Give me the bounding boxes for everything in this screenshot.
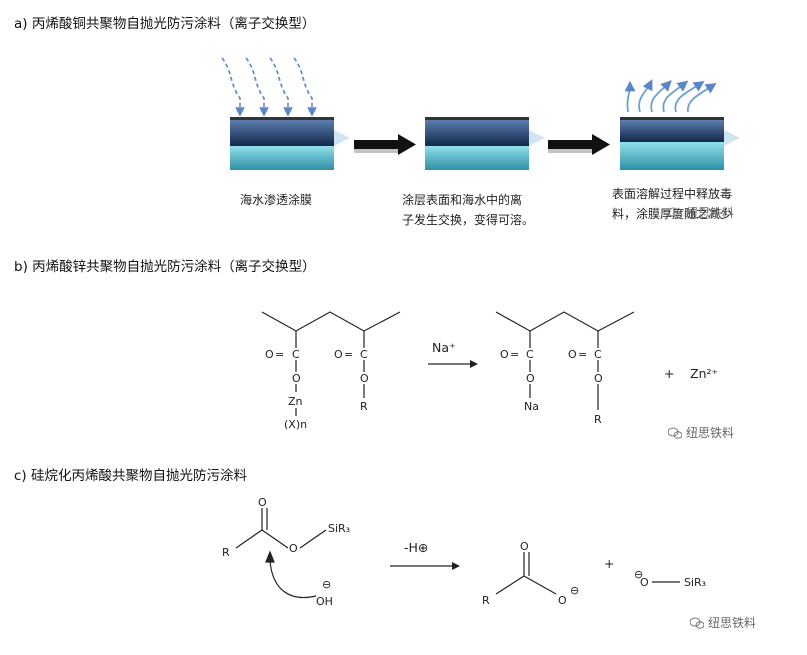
caption-ion-exchange-line2: 子发生交换，变得可溶。 — [402, 213, 535, 227]
svg-text:=: = — [344, 348, 353, 361]
plus-b: + — [664, 366, 674, 381]
svg-text:=: = — [510, 348, 519, 361]
chem-c2: C — [360, 348, 368, 361]
c-o-ester: O — [289, 542, 298, 555]
silyl-ester-structure — [235, 508, 327, 598]
plus-c: + — [604, 556, 614, 571]
svg-text:=: = — [275, 348, 284, 361]
c-r-product: R — [482, 594, 490, 607]
watermark-c: 纽思铁料 — [690, 614, 756, 631]
chem-c4: C — [594, 348, 602, 361]
c-oh-charge: ⊖ — [322, 578, 331, 591]
chem-o4b: O — [594, 372, 603, 385]
reagent-sodium: Na⁺ — [432, 340, 456, 355]
caption-ion-exchange-line1: 涂层表面和海水中的离 — [402, 193, 523, 207]
section-b-title: b) 丙烯酸锌共聚物自抛光防污涂料（离子交换型） — [14, 259, 316, 275]
chem-c3: C — [526, 348, 534, 361]
chem-r: R — [360, 400, 368, 413]
process-arrow-2 — [548, 134, 610, 155]
caption-dissolution-line1: 表面溶解过程中释放毒 — [612, 187, 733, 201]
chem-o3: O — [500, 348, 509, 361]
chem-o4: O — [568, 348, 577, 361]
c-o-product-top: O — [520, 540, 529, 553]
caption-seawater-permeates: 海水渗透涂膜 — [240, 193, 313, 207]
watermark-a: 纽思铁料 — [668, 204, 734, 221]
watermark-b: 纽思铁料 — [668, 424, 734, 441]
process-arrow-1 — [354, 134, 416, 155]
reaction-arrow-c — [390, 562, 460, 570]
chem-o3b: O — [526, 372, 535, 385]
reaction-arrow-b — [428, 360, 478, 368]
polymer-backbone-right — [495, 311, 635, 410]
c-oh: OH — [316, 595, 333, 608]
coating-panel-1 — [230, 117, 350, 170]
chem-o1b: O — [292, 372, 301, 385]
chem-xn: (X)n — [284, 418, 307, 431]
c-o-product-charge: ⊖ — [570, 584, 579, 597]
c-sir3: SiR₃ — [328, 522, 350, 535]
c-o-product-minus: O — [558, 594, 567, 607]
zinc-ion: Zn²⁺ — [690, 366, 718, 381]
polymer-backbone-left — [261, 311, 401, 416]
coating-panel-3 — [620, 117, 740, 170]
release-arrows-up — [624, 79, 717, 113]
caption-dissolution-line2: 料，涂膜厚度随之减少 — [612, 207, 733, 221]
c-r-left: R — [222, 546, 230, 559]
carboxylate-structure — [495, 552, 557, 595]
coating-panel-2 — [425, 117, 545, 170]
chem-na: Na — [524, 400, 539, 413]
chem-c1: C — [292, 348, 300, 361]
reagent-deprotonation: -H⊕ — [404, 540, 428, 555]
silanolate-sir3: SiR₃ — [684, 576, 706, 589]
seawater-arrows-down — [221, 57, 317, 117]
section-c-title: c) 硅烷化丙烯酸共聚物自抛光防污涂料 — [14, 468, 247, 484]
chem-o1: O — [265, 348, 274, 361]
section-a-title: a) 丙烯酸铜共聚物自抛光防污涂料（离子交换型） — [14, 16, 316, 32]
c-o-top: O — [258, 496, 267, 509]
chem-o2: O — [334, 348, 343, 361]
silanolate-o: O — [640, 576, 649, 589]
chem-o2b: O — [360, 372, 369, 385]
svg-text:=: = — [578, 348, 587, 361]
chem-r2: R — [594, 413, 602, 426]
chem-zn: Zn — [288, 395, 303, 408]
silanolate-charge: ⊖ — [634, 568, 643, 581]
